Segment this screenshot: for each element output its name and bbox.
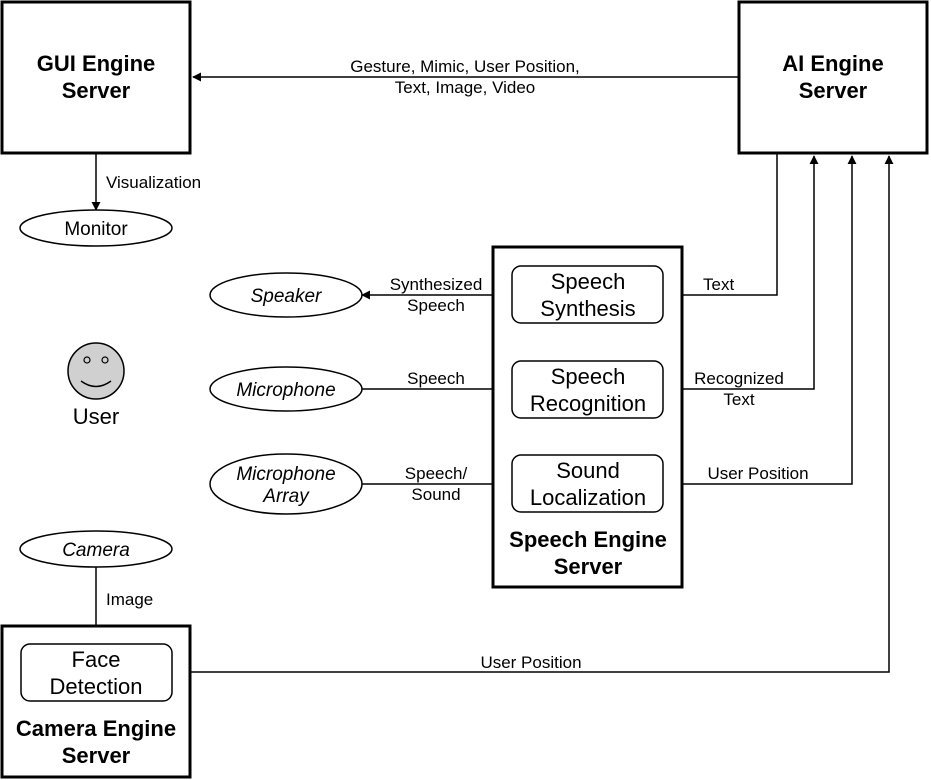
ai-to-gui-label-line2: Text, Image, Video <box>395 78 536 97</box>
synthesis-label-line2: Synthesis <box>540 296 635 321</box>
user-left-eye-icon <box>83 356 91 364</box>
edge-localization-to-ai <box>663 155 857 485</box>
face-to-ai-label: User Position <box>480 653 581 672</box>
gui-server-title-line2: Server <box>62 78 131 103</box>
camera-to-face-label: Image <box>106 590 153 609</box>
edge-face-to-ai <box>171 155 894 673</box>
camera-device: Camera <box>19 530 173 568</box>
localization-label-line2: Localization <box>530 485 646 510</box>
gui-to-monitor-label: Visualization <box>106 173 201 192</box>
camera-server-title-line2: Server <box>62 743 131 768</box>
connectors <box>91 72 894 673</box>
speaker-device: Speaker <box>209 272 363 318</box>
speaker-label: Speaker <box>251 286 322 307</box>
synthesis-label-line1: Speech <box>551 269 626 294</box>
edge-labels: Gesture, Mimic, User Position, Text, Ima… <box>106 57 809 672</box>
recognition-to-ai-label-line1: Recognized <box>694 369 784 388</box>
face-detection-module: Face Detection <box>20 643 173 702</box>
monitor-device: Monitor <box>19 209 173 247</box>
array-to-localization-label-line2: Sound <box>411 485 460 504</box>
synthesis-to-speaker-label-line1: Synthesized <box>390 275 483 294</box>
microphone-array-label-line2: Array <box>262 486 310 507</box>
user-right-eye-icon <box>101 356 109 364</box>
gui-server-title-line1: GUI Engine <box>37 51 156 76</box>
user-face-icon <box>67 342 125 400</box>
synthesis-to-speaker-label-line2: Speech <box>407 296 465 315</box>
microphone-array-device: Microphone Array <box>209 453 363 515</box>
array-to-localization-label-line1: Speech/ <box>405 464 468 483</box>
user-label: User <box>73 404 119 429</box>
recognition-label-line2: Recognition <box>530 391 646 416</box>
speech-server-title-line2: Server <box>554 554 623 579</box>
ai-server-title-line2: Server <box>799 78 868 103</box>
sound-localization-module: Sound Localization <box>511 454 664 513</box>
face-detection-label-line1: Face <box>72 647 121 672</box>
user-figure: User <box>67 342 125 429</box>
edge-ai-to-synthesis <box>664 153 778 300</box>
ai-server-title-line1: AI Engine <box>782 51 883 76</box>
user-smile-icon <box>80 380 112 388</box>
recognition-label-line1: Speech <box>551 364 626 389</box>
face-detection-label-line2: Detection <box>50 674 143 699</box>
speech-recognition-module: Speech Recognition <box>511 360 664 419</box>
edge-recognition-to-ai <box>663 155 819 390</box>
microphone-label: Microphone <box>236 380 335 401</box>
ai-engine-server: AI Engine Server <box>737 0 929 155</box>
gui-engine-server: GUI Engine Server <box>0 0 192 155</box>
speech-synthesis-module: Speech Synthesis <box>511 265 664 324</box>
recognition-to-ai-label-line2: Text <box>723 390 754 409</box>
camera-label: Camera <box>62 540 130 561</box>
speech-server-title-line1: Speech Engine <box>509 527 667 552</box>
monitor-label: Monitor <box>64 219 128 240</box>
ai-to-gui-label-line1: Gesture, Mimic, User Position, <box>350 57 580 76</box>
ai-to-synthesis-label: Text <box>703 275 734 294</box>
microphone-array-label-line1: Microphone <box>236 464 335 485</box>
mic-to-recognition-label: Speech <box>407 369 465 388</box>
microphone-device: Microphone <box>209 366 363 412</box>
camera-server-title-line1: Camera Engine <box>16 716 176 741</box>
localization-to-ai-label: User Position <box>707 464 808 483</box>
localization-label-line1: Sound <box>556 458 620 483</box>
